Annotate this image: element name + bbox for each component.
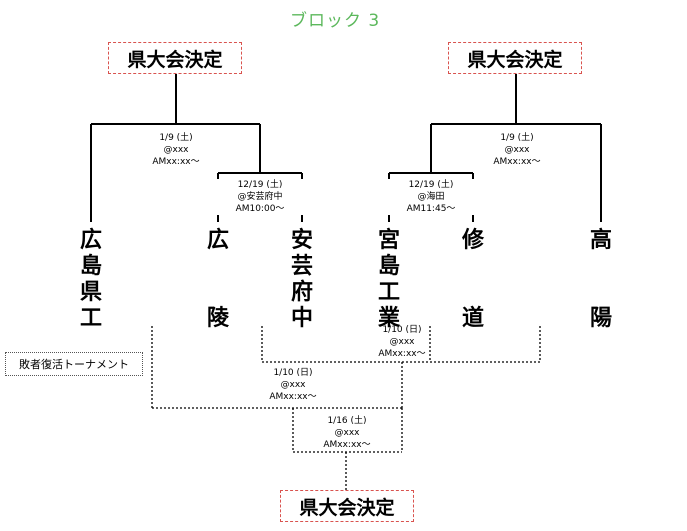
match-time: AMxx:xx〜 [493, 157, 541, 167]
match-left-first: 12/19 (土) @安芸府中 AM10:00〜 [215, 179, 305, 215]
match-rep-left: 1/10 (日) @xxx AMxx:xx〜 [248, 367, 338, 403]
team-koryo: 広 陵 [203, 228, 233, 332]
team-char: 陽 [589, 306, 612, 331]
match-right-final: 1/9 (土) @xxx AMxx:xx〜 [472, 132, 562, 168]
match-time: AMxx:xx〜 [269, 392, 317, 402]
match-time: AMxx:xx〜 [152, 157, 200, 167]
qualifier-label-left: 県大会決定 [127, 48, 223, 71]
team-char: 安 [290, 228, 313, 253]
match-time: AM10:00〜 [235, 204, 285, 214]
qualifier-box-bottom: 県大会決定 [280, 490, 414, 522]
team-char: 県 [79, 280, 102, 305]
match-date: 1/16 (土) [327, 416, 367, 426]
match-venue: @xxx [334, 428, 360, 438]
match-venue: @安芸府中 [237, 192, 283, 202]
qualifier-box-right: 県大会決定 [448, 42, 582, 74]
match-date: 1/9 (土) [159, 133, 193, 143]
match-venue: @海田 [417, 192, 445, 202]
match-date: 1/10 (日) [273, 368, 313, 378]
team-char: 修 [461, 228, 484, 253]
team-char: 府 [290, 280, 313, 305]
team-char: 業 [377, 306, 400, 331]
match-date: 12/19 (土) [408, 180, 454, 190]
team-char: 中 [290, 306, 313, 331]
team-miyajima-kogyo: 宮 島 工 業 [374, 228, 404, 332]
team-char: 道 [461, 306, 484, 331]
match-date: 1/10 (日) [382, 325, 422, 335]
match-time: AMxx:xx〜 [323, 440, 371, 450]
match-rep-right: 1/10 (日) @xxx AMxx:xx〜 [358, 324, 446, 360]
repechage-label: 敗者復活トーナメント [19, 358, 129, 371]
qualifier-label-right: 県大会決定 [467, 48, 563, 71]
match-venue: @xxx [389, 337, 415, 347]
team-char: 宮 [377, 228, 400, 253]
repechage-lines [151, 326, 541, 490]
team-char: 島 [377, 254, 400, 279]
match-venue: @xxx [504, 145, 530, 155]
team-koyo: 高 陽 [586, 228, 616, 332]
team-char: 工 [377, 280, 400, 305]
team-char: 芸 [290, 254, 313, 279]
team-char: 陵 [206, 306, 229, 331]
team-akifuchu: 安 芸 府 中 [287, 228, 317, 332]
match-date: 12/19 (土) [237, 180, 283, 190]
match-time: AMxx:xx〜 [378, 349, 426, 359]
match-venue: @xxx [163, 145, 189, 155]
match-rep-final: 1/16 (土) @xxx AMxx:xx〜 [302, 415, 392, 451]
qualifier-box-left: 県大会決定 [108, 42, 242, 74]
match-date: 1/9 (土) [500, 133, 534, 143]
block-title: ブロック 3 [290, 11, 381, 31]
team-shudo: 修 道 [458, 228, 488, 332]
team-char: 工 [79, 306, 102, 331]
team-hiroshima-kenko: 広 島 県 工 [76, 228, 106, 332]
team-char: 高 [589, 228, 612, 253]
team-char: 広 [206, 228, 229, 253]
team-char: 広 [79, 228, 102, 253]
match-venue: @xxx [280, 380, 306, 390]
match-left-final: 1/9 (土) @xxx AMxx:xx〜 [131, 132, 221, 168]
match-time: AM11:45〜 [406, 204, 456, 214]
team-char: 島 [79, 254, 102, 279]
repechage-label-box: 敗者復活トーナメント [5, 352, 143, 376]
match-right-first: 12/19 (土) @海田 AM11:45〜 [386, 179, 476, 215]
qualifier-label-bottom: 県大会決定 [299, 496, 395, 519]
